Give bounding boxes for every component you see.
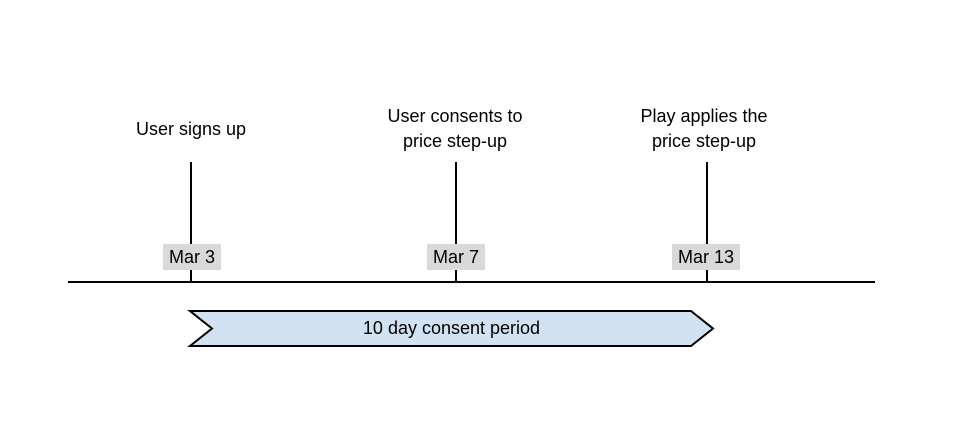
event-tick-mar-7: [455, 162, 457, 282]
timeline-axis: [68, 281, 875, 283]
event-title-user-signs-up: User signs up: [135, 119, 247, 139]
event-date-badge-mar-13: Mar 13: [671, 244, 741, 270]
event-title-play-applies: Play applies the price step-up: [640, 106, 768, 151]
consent-period-banner-shape: [187, 310, 715, 347]
event-tick-mar-13: [706, 162, 708, 282]
chevron-arrow-shape: [187, 310, 715, 347]
consent-period-banner-label: 10 day consent period: [362, 318, 541, 338]
event-tick-mar-3: [190, 162, 192, 282]
event-date-badge-mar-3: Mar 3: [162, 244, 222, 270]
event-title-user-consents: User consents to price step-up: [387, 106, 523, 151]
event-date-badge-mar-7: Mar 7: [426, 244, 486, 270]
